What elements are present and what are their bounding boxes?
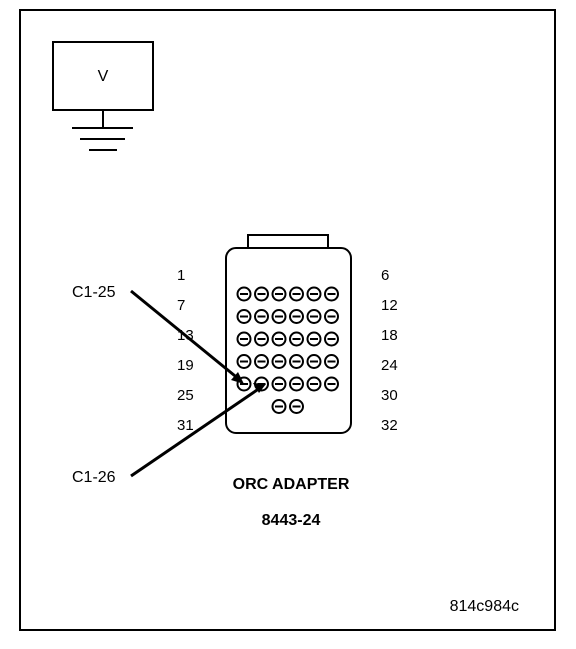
pin-socket [306,286,322,302]
pin-number-left: 1 [177,267,185,284]
figure-border [19,9,556,631]
orc-adapter-connector [225,234,352,434]
pin-socket [236,286,252,302]
left-pin-numbers: 1 7 13 19 25 31 [177,267,194,434]
figure-id: 814c984c [450,598,519,615]
pin-number-right: 24 [381,357,398,374]
pin-number-right: 6 [381,267,389,284]
pin-socket [254,286,269,302]
pin-socket [271,309,287,324]
pin-number-left: 31 [177,417,194,434]
pin-socket [324,376,339,392]
right-pin-numbers: 6 12 18 24 30 32 [381,267,398,434]
pin-number-left: 19 [177,357,194,374]
wire-label-c1-26: C1-26 [72,469,116,486]
pin-socket [289,331,304,347]
pin-socket [271,286,287,302]
wire-line-c1-26 [130,386,261,478]
voltmeter-label: V [98,68,109,85]
pin-socket [271,376,287,392]
pin-number-right: 18 [381,327,398,344]
pin-socket [236,309,252,324]
pin-socket [254,331,269,347]
pin-socket [324,286,339,302]
arrowhead-c1-25 [231,372,244,384]
pin-socket [306,331,322,347]
pin-socket [306,354,322,369]
connector-name: ORC ADAPTER [233,476,350,493]
pin-socket [271,399,287,414]
pin-socket [289,286,304,302]
connector-latch [247,234,329,250]
wire-label-c1-25: C1-25 [72,284,116,301]
ground-symbol [72,110,133,151]
wire-line-c1-25 [130,289,241,382]
probe-wire-c1-25: C1-25 [72,284,244,384]
pin-socket [289,399,304,414]
pin-socket [236,331,252,347]
voltmeter: V [52,41,154,111]
pin-socket [271,331,287,347]
pin-number-right: 30 [381,387,398,404]
pin-socket [324,354,339,369]
pin-socket [236,354,252,369]
pin-socket [254,309,269,324]
pin-socket [271,354,287,369]
pin-socket [306,376,322,392]
connector-pins [236,286,339,414]
pin-socket [324,309,339,324]
arrowhead-c1-26 [253,383,266,393]
pin-socket [324,331,339,347]
probe-wire-c1-26: C1-26 [72,383,266,486]
connector-part-number: 8443-24 [262,512,321,529]
pin-socket [306,309,322,324]
pin-number-right: 12 [381,297,398,314]
pin-socket [289,309,304,324]
pin-socket [289,354,304,369]
pin-number-right: 32 [381,417,398,434]
pin-number-left: 7 [177,297,185,314]
pin-socket [254,354,269,369]
pin-socket [289,376,304,392]
pin-number-left: 25 [177,387,194,404]
